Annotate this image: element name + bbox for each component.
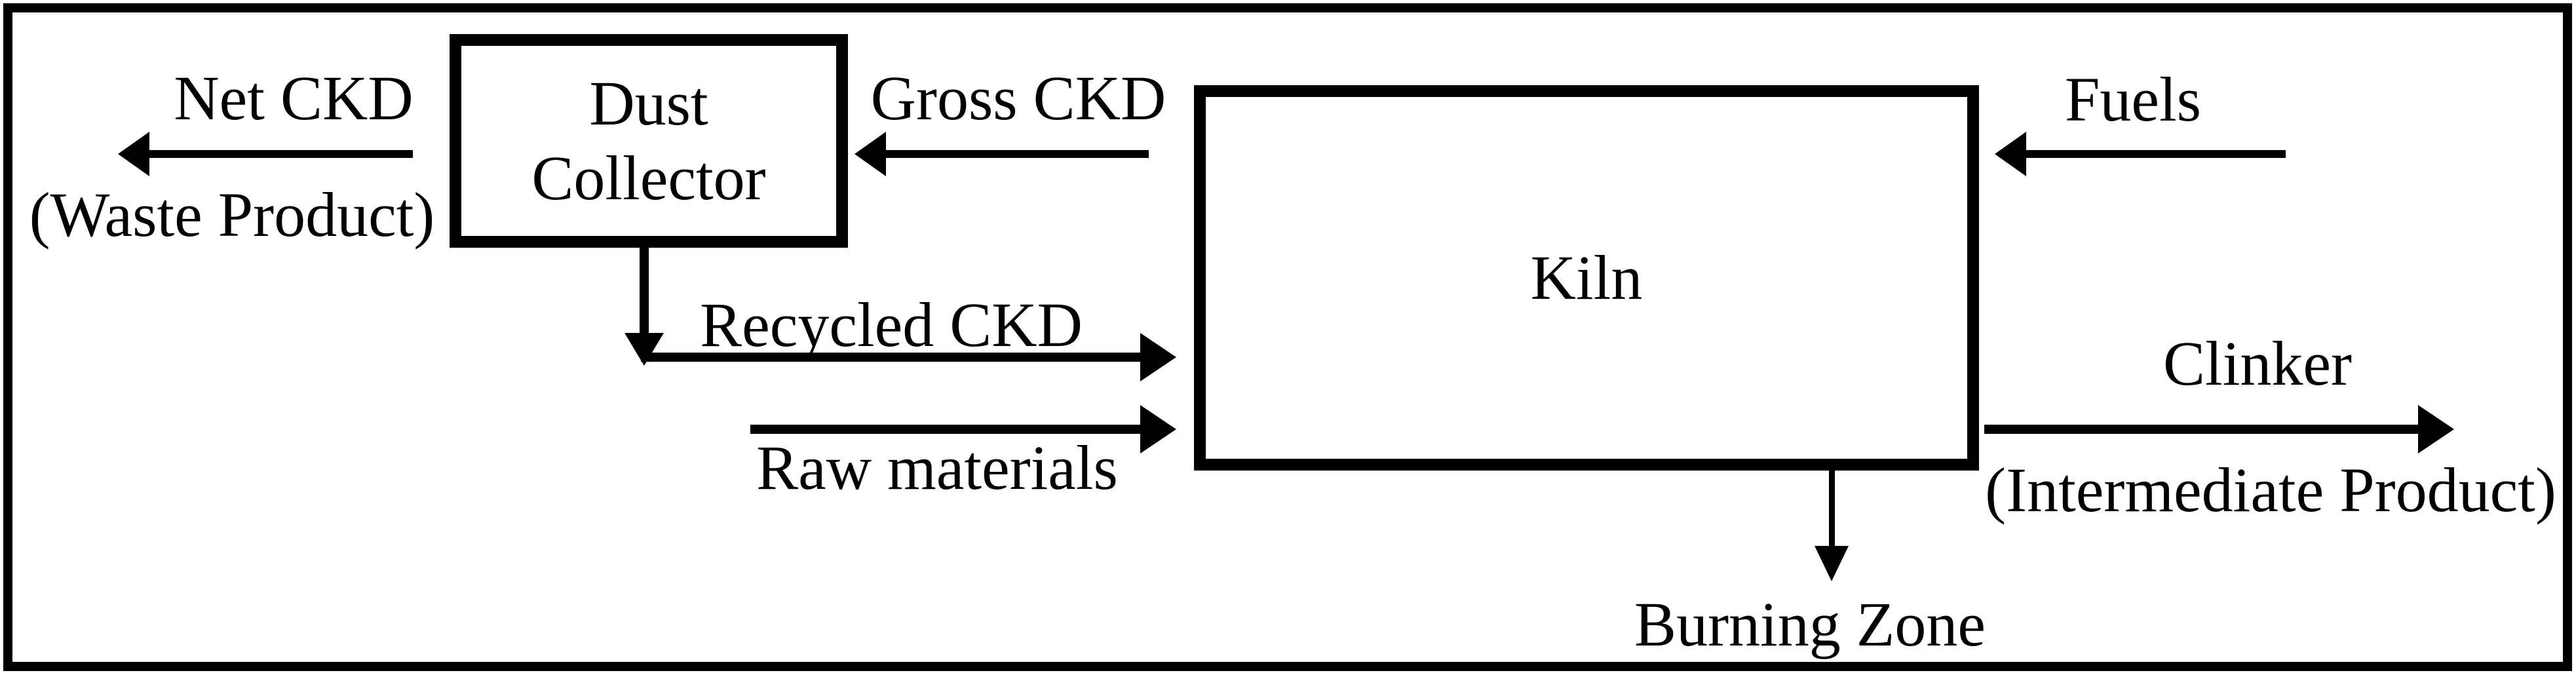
burning-zone-label: Burning Zone [1634,589,1986,659]
dust-collector-label-line1: Dust [589,68,708,138]
fuels-label: Fuels [2064,64,2202,134]
recycled-ckd-label: Recycled CKD [700,290,1083,360]
kiln-box: Kiln [1194,85,1979,471]
dust-collector-label-line2: Collector [531,143,766,213]
intermediate-product-label: (Intermediate Product) [1985,455,2556,525]
diagram-border [3,3,2572,671]
net-ckd-label: Net CKD [174,63,413,133]
gross-ckd-label: Gross CKD [870,63,1166,133]
dust-collector-box: Dust Collector [450,34,848,248]
kiln-label: Kiln [1530,242,1643,313]
clinker-label: Clinker [2163,328,2352,398]
waste-product-label: (Waste Product) [29,180,435,250]
raw-materials-label: Raw materials [756,433,1118,503]
